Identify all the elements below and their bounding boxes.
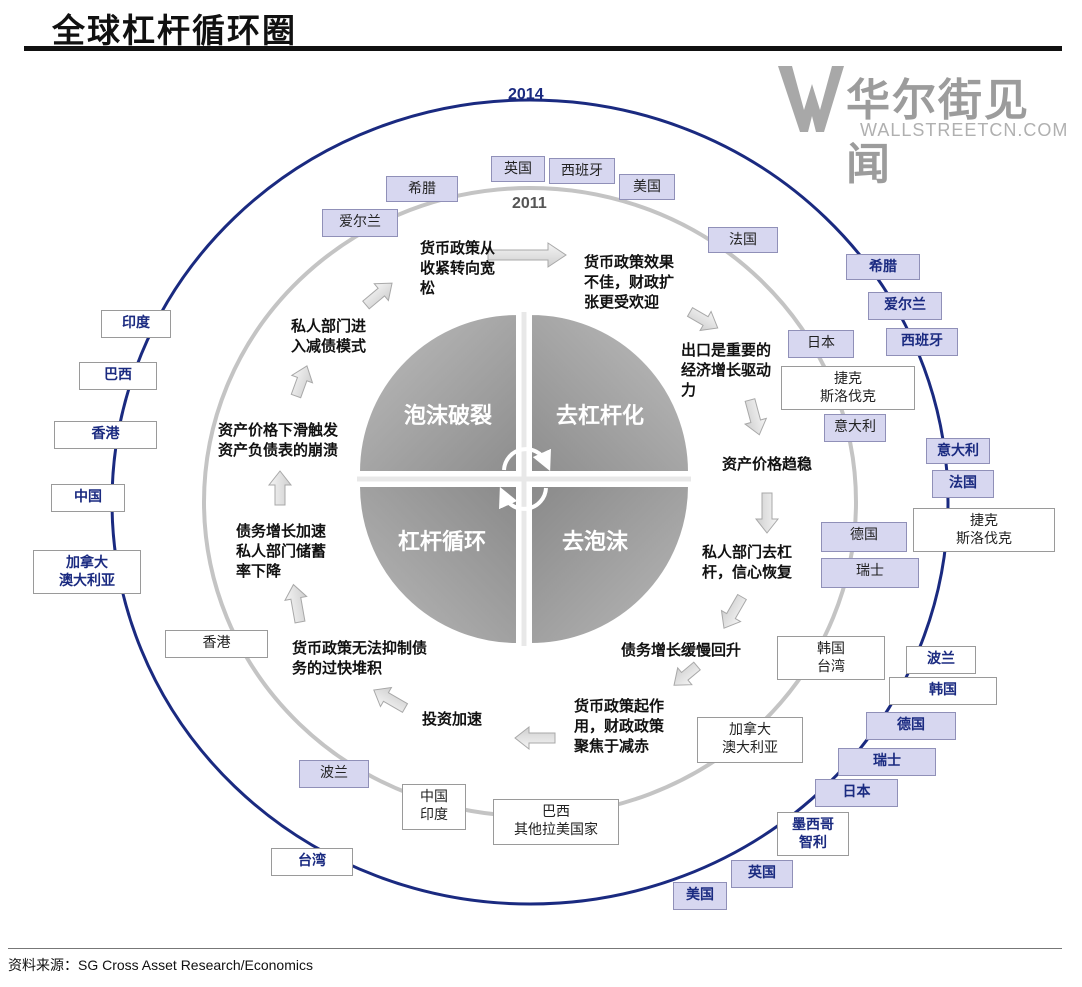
- inner-country-box: 韩国台湾: [777, 636, 885, 680]
- stage-arrow: [743, 398, 768, 436]
- outer-country-box: 加拿大澳大利亚: [33, 550, 141, 594]
- stage-arrow: [284, 583, 308, 624]
- quadrant-pie: [357, 312, 691, 646]
- inner-country-box: 西班牙: [549, 158, 615, 184]
- stage-label: 私人部门去杠杆，信心恢复: [702, 543, 793, 581]
- quadrant-deleveraging: [530, 312, 691, 473]
- stage-label: 货币政策起作用，财政政策聚焦于减赤: [574, 697, 665, 755]
- stage-arrow: [487, 242, 567, 268]
- outer-country-box: 巴西: [79, 362, 157, 390]
- source-note: 资料来源：SG Cross Asset Research/Economics: [8, 957, 313, 973]
- outer-country-box: 法国: [932, 470, 994, 498]
- quadrant-debubbling: [530, 485, 691, 646]
- stage-arrow: [686, 306, 719, 332]
- outer-country-box: 美国: [673, 882, 727, 910]
- inner-country-box: 瑞士: [821, 558, 919, 588]
- stage-label: 债务增长加速私人部门储蓄率下降: [236, 522, 327, 580]
- outer-country-box: 意大利: [926, 438, 990, 464]
- quadrant-label: 去杠杆化: [556, 404, 645, 429]
- stage-arrow: [290, 365, 314, 399]
- inner-country-box: 美国: [619, 174, 675, 200]
- stage-arrow: [754, 492, 780, 534]
- stage-label: 投资加速: [422, 710, 483, 728]
- inner-country-box: 英国: [491, 156, 545, 182]
- wallstreetcn-w-icon: [778, 66, 844, 132]
- outer-country-box: 中国: [51, 484, 125, 512]
- inner-country-box: 德国: [821, 522, 907, 552]
- footer-divider: [8, 948, 1062, 949]
- outer-country-box: 捷克斯洛伐克: [913, 508, 1055, 552]
- stage-label: 资产价格趋稳: [722, 455, 813, 473]
- outer-country-box: 韩国: [889, 677, 997, 705]
- outer-country-box: 日本: [815, 779, 898, 807]
- outer-country-box: 英国: [731, 860, 793, 888]
- year-label-outer: 2014: [508, 86, 544, 103]
- inner-country-box: 巴西其他拉美国家: [493, 799, 619, 845]
- outer-country-box: 瑞士: [838, 748, 936, 776]
- quadrant-label: 杠杆循环: [398, 530, 487, 555]
- stage-arrow: [267, 470, 293, 506]
- year-label-inner: 2011: [512, 195, 547, 212]
- stage-label: 货币政策无法抑制债务的过快堆积: [292, 639, 428, 677]
- cycle-arrow-icon: [502, 447, 551, 472]
- outer-country-box: 波兰: [906, 646, 976, 674]
- quadrant-label: 去泡沫: [562, 530, 629, 555]
- stage-arrow: [373, 686, 409, 714]
- inner-country-box: 法国: [708, 227, 778, 253]
- outer-country-box: 西班牙: [886, 328, 958, 356]
- stage-arrow: [362, 282, 393, 310]
- stage-arrow: [720, 593, 748, 629]
- watermark-cn: 华尔街见闻: [846, 75, 1030, 190]
- inner-country-box: 加拿大澳大利亚: [697, 717, 803, 763]
- stage-arrow: [514, 725, 556, 751]
- inner-country-box: 中国印度: [402, 784, 466, 830]
- stage-label: 资产价格下滑触发资产负债表的崩溃: [218, 421, 339, 459]
- stage-arrow: [673, 661, 701, 686]
- outer-country-box: 台湾: [271, 848, 353, 876]
- cycle-arrow-icon: [499, 486, 548, 511]
- stage-label: 货币政策从收紧转向宽松: [420, 239, 496, 297]
- stage-label: 私人部门进入减债模式: [291, 317, 367, 355]
- outer-country-box: 德国: [866, 712, 956, 740]
- outer-country-box: 希腊: [846, 254, 920, 280]
- outer-country-box: 香港: [54, 421, 157, 449]
- outer-country-box: 印度: [101, 310, 171, 338]
- inner-country-box: 日本: [788, 330, 854, 358]
- stage-label: 出口是重要的经济增长驱动力: [681, 341, 772, 399]
- outer-country-box: 墨西哥智利: [777, 812, 849, 856]
- inner-country-box: 爱尔兰: [322, 209, 398, 237]
- quadrant-bubble-burst: [357, 312, 518, 473]
- inner-country-box: 希腊: [386, 176, 458, 202]
- inner-country-box: 意大利: [824, 414, 886, 442]
- watermark-logo: 华尔街见闻 WALLSTREETCN.COM: [776, 58, 1069, 190]
- quadrant-leverage-cycle: [357, 485, 518, 646]
- stage-label: 债务增长缓慢回升: [621, 641, 742, 659]
- inner-country-box: 波兰: [299, 760, 369, 788]
- quadrant-label: 泡沫破裂: [404, 404, 493, 429]
- stage-label: 货币政策效果不佳，财政扩张更受欢迎: [584, 253, 675, 311]
- watermark-en: WALLSTREETCN.COM: [860, 120, 1069, 140]
- inner-country-box: 香港: [165, 630, 268, 658]
- outer-country-box: 爱尔兰: [868, 292, 942, 320]
- title-divider: [24, 46, 1062, 51]
- page-title: 全球杠杆循环圈: [52, 11, 297, 50]
- inner-country-box: 捷克斯洛伐克: [781, 366, 915, 410]
